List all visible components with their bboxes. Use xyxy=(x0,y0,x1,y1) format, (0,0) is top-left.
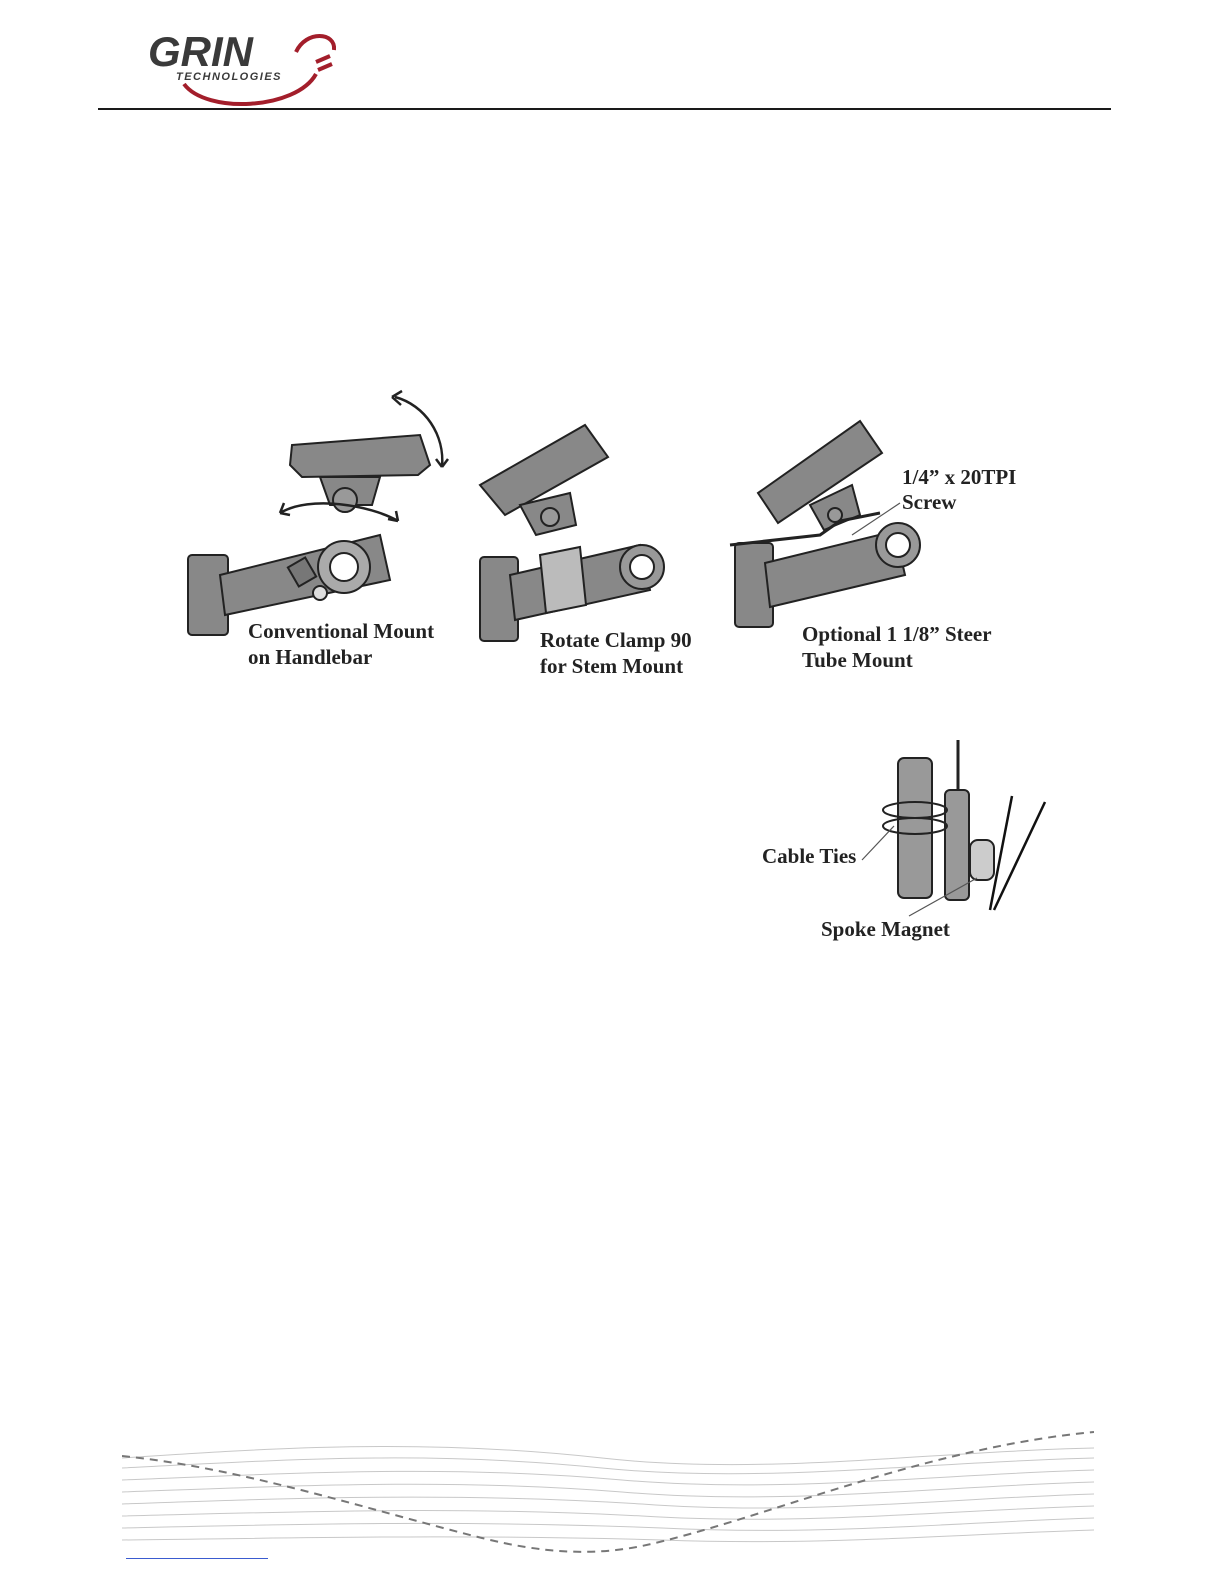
header-rule xyxy=(98,108,1111,110)
mount-options-illustration: Conventional Mount on Handlebar Rotate C… xyxy=(180,385,1060,685)
label-screw: Screw xyxy=(902,490,957,514)
stem-mount-drawing xyxy=(480,425,664,641)
steer-tube-mount-drawing xyxy=(730,421,920,627)
cable-ties-leader xyxy=(860,820,900,870)
label-rotate-clamp: Rotate Clamp 90 xyxy=(540,628,692,652)
grin-technologies-logo: GRIN TECHNOLOGIES xyxy=(146,22,346,108)
label-cable-ties: Cable Ties xyxy=(762,843,856,869)
footer-link-underline xyxy=(126,1558,268,1559)
spoke-magnet-leader xyxy=(905,870,985,920)
label-tube-mount: Tube Mount xyxy=(802,648,913,672)
label-steer-tube: Optional 1 1/8” Steer xyxy=(802,622,992,646)
conventional-mount-drawing xyxy=(188,435,430,635)
logo-subtitle: TECHNOLOGIES xyxy=(176,71,282,83)
footer-wave-decoration xyxy=(122,1428,1094,1558)
label-on-handlebar: on Handlebar xyxy=(248,645,372,669)
label-stem-mount: for Stem Mount xyxy=(540,654,683,678)
logo-wordmark: GRIN xyxy=(148,28,255,75)
label-screw-size: 1/4” x 20TPI xyxy=(902,465,1016,489)
label-conventional-mount: Conventional Mount xyxy=(248,619,434,643)
